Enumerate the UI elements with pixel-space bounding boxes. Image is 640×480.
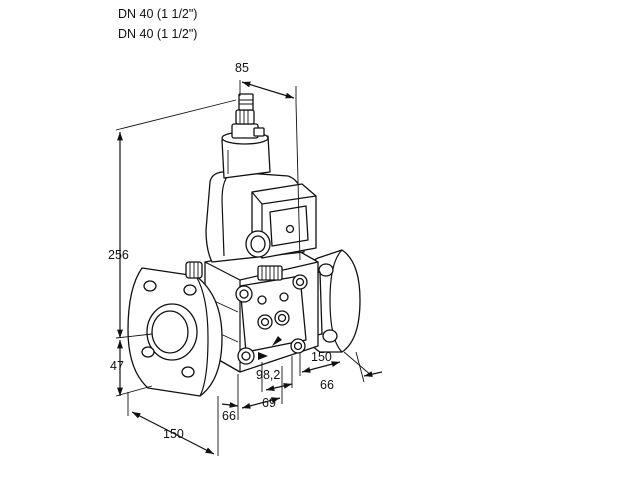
cable-gland bbox=[245, 230, 271, 258]
dim-label-top-width: 85 bbox=[235, 61, 249, 75]
dim-label-offset-right: 66 bbox=[320, 378, 334, 392]
adjuster-stem bbox=[231, 93, 265, 139]
side-connectors bbox=[185, 261, 283, 281]
model-size-line-1: DN 40 (1 1/2") bbox=[118, 7, 198, 21]
model-size-line-2: DN 40 (1 1/2") bbox=[118, 27, 198, 41]
dim-label-offset-small: 98,2 bbox=[256, 368, 280, 382]
dim-label-offset-mid: 69 bbox=[262, 396, 276, 410]
solenoid-coil bbox=[221, 131, 271, 179]
body-bolts bbox=[235, 274, 308, 365]
dim-label-height-low: 47 bbox=[110, 359, 124, 373]
dim-label-flange-right: 150 bbox=[311, 350, 332, 364]
left-flange bbox=[127, 267, 223, 397]
dim-label-flange-left: 150 bbox=[163, 427, 184, 441]
dim-label-offset-left: 66 bbox=[222, 409, 236, 423]
dim-label-height-total: 256 bbox=[108, 248, 129, 262]
dimension-lines bbox=[115, 80, 383, 456]
